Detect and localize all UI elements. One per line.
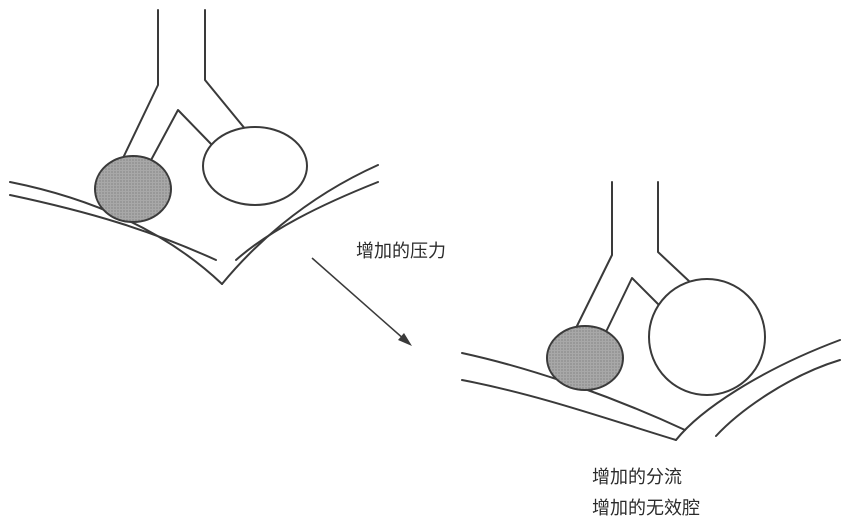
baseline-airway-inner-fork — [149, 109, 213, 163]
increased-shunt-label: 增加的分流 — [592, 467, 682, 488]
transition-arrow — [311, 257, 412, 346]
changed-airway-left-wall — [573, 181, 613, 333]
baseline-vessel-inner-wall — [9, 194, 217, 261]
baseline-perfused-alveolus — [94, 155, 172, 223]
baseline-vessel-right-outer — [221, 164, 379, 285]
changed-unit — [461, 181, 841, 441]
changed-vessel-right-inner — [715, 359, 841, 437]
changed-vessel-right-outer — [675, 339, 841, 441]
changed-ventilated-alveolus — [648, 278, 766, 396]
baseline-ventilated-alveolus — [202, 126, 308, 206]
baseline-airway-right-wall — [204, 9, 247, 131]
baseline-unit — [9, 9, 379, 285]
changed-vessel-inner-wall — [461, 379, 677, 441]
baseline-airway-left-wall — [122, 9, 159, 159]
increased-pressure-label: 增加的压力 — [356, 241, 446, 262]
changed-airway-right-wall — [657, 181, 691, 283]
baseline-vessel-right-inner — [235, 181, 379, 261]
increased-deadspace-label: 增加的无效腔 — [592, 498, 700, 519]
changed-perfused-alveolus — [546, 325, 624, 391]
changed-airway-inner-fork — [603, 277, 661, 337]
